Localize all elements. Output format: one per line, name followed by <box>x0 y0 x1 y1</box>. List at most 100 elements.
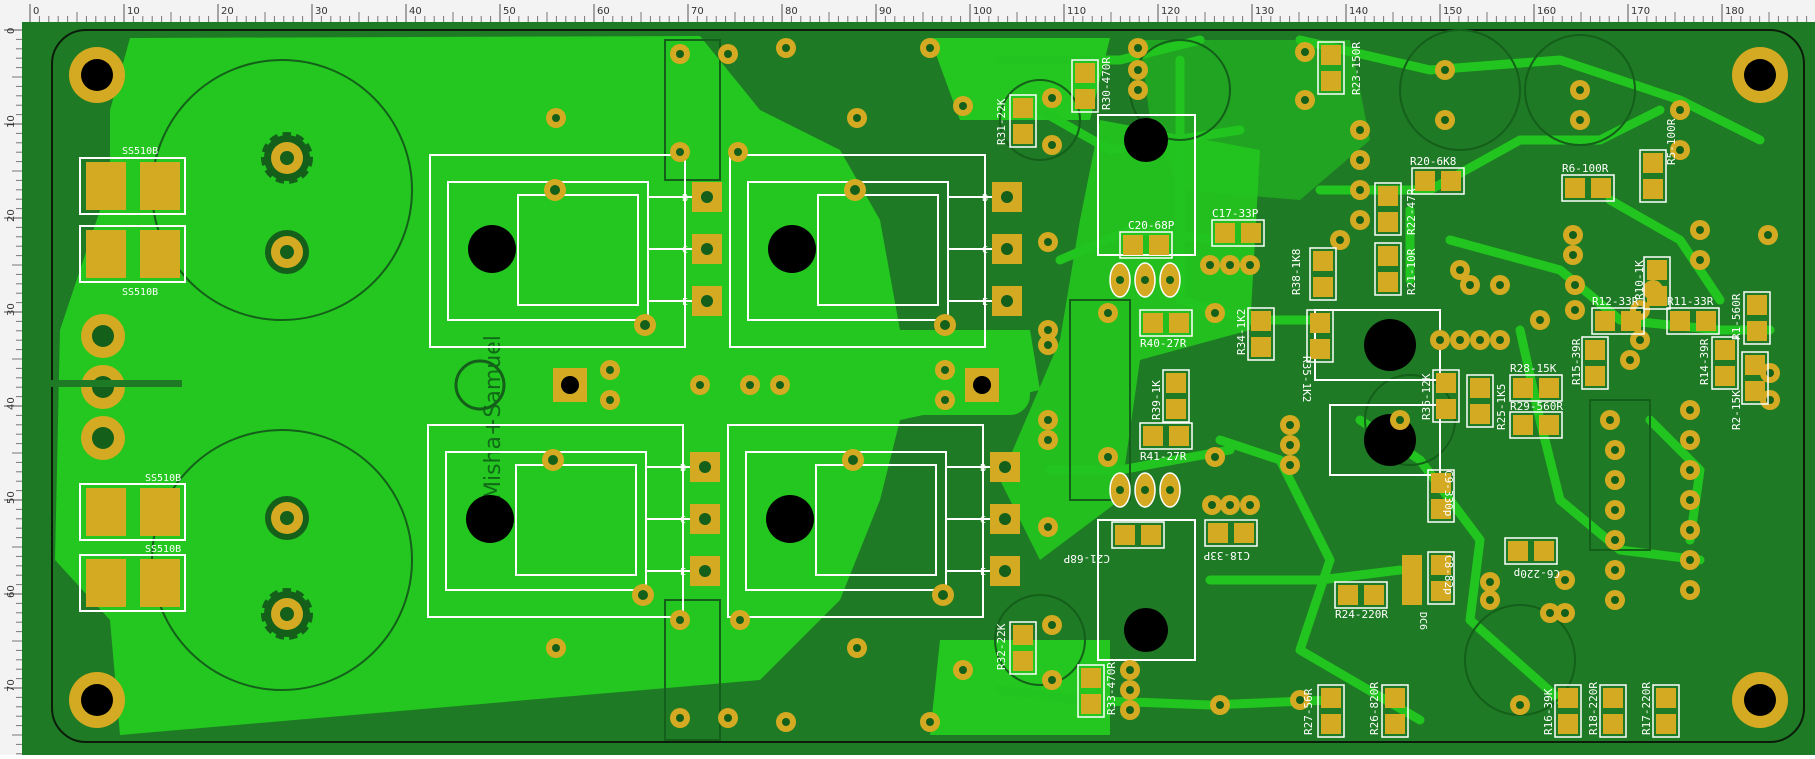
component-label: R28-15K <box>1510 362 1557 375</box>
smd-r41-27r: R41-27R <box>1139 422 1193 463</box>
via <box>1450 330 1470 350</box>
via <box>1042 88 1062 108</box>
ruler-top-label: 130 <box>1255 6 1274 17</box>
via <box>1690 250 1710 270</box>
bus-pad <box>553 368 587 402</box>
via <box>1128 38 1148 58</box>
via <box>935 360 955 380</box>
oval-pad <box>1159 472 1181 508</box>
copper-pour-bus <box>610 355 1030 415</box>
via <box>670 708 690 728</box>
power-transistor-1: BCE <box>429 154 722 348</box>
ruler-top-label: 120 <box>1161 6 1180 17</box>
oval-pad <box>1134 262 1156 298</box>
ruler-left-label: 60 <box>6 585 17 598</box>
ruler-top-label: 20 <box>221 6 234 17</box>
via <box>546 638 566 658</box>
via <box>1555 603 1575 623</box>
left-capacitor-terminals <box>261 132 313 640</box>
via <box>1350 180 1370 200</box>
via <box>1210 695 1230 715</box>
via <box>1042 135 1062 155</box>
component-label: C9-330p <box>1442 470 1455 516</box>
oval-pad <box>1109 262 1131 298</box>
component-label: R14-39R <box>1698 338 1711 385</box>
component-label: R36-12K <box>1420 373 1433 420</box>
ruler-left-label: 10 <box>6 115 17 128</box>
via <box>1042 615 1062 635</box>
via <box>1128 60 1148 80</box>
component-label: R41-27R <box>1140 450 1187 463</box>
smd-c18-33p: C18-33P <box>1203 519 1258 562</box>
transistor-pin-label: E <box>982 297 988 308</box>
power-transistor-4: BCE <box>727 424 1020 618</box>
diode-group: SS510B SS510B SS510B SS510B <box>79 146 186 612</box>
via <box>670 610 690 630</box>
component-label: R1-560R <box>1730 293 1743 340</box>
component-label: R5-100R <box>1665 118 1678 165</box>
via <box>1680 400 1700 420</box>
via <box>1120 660 1140 680</box>
via <box>1435 60 1455 80</box>
component-label: R33-470R <box>1105 662 1118 715</box>
ghost-brand-text: Misha+Samuel <box>481 335 506 500</box>
transistor-pin-label: E <box>980 567 986 578</box>
transistor-pin-label: C <box>982 245 988 256</box>
via <box>1570 80 1590 100</box>
smd-r32-22k: R32-22K <box>995 621 1037 675</box>
via <box>1540 603 1560 623</box>
via <box>1330 230 1350 250</box>
via <box>670 142 690 162</box>
diode-d2: SS510B <box>79 225 186 298</box>
via <box>1605 500 1625 520</box>
via <box>1435 110 1455 130</box>
transistor-pin-label: B <box>682 193 688 204</box>
diode-label: SS510B <box>145 544 181 555</box>
transistor-pin-label: C <box>682 245 688 256</box>
smd-r2-15k: R2-15K <box>1730 351 1769 430</box>
via <box>1038 320 1058 340</box>
pcb-canvas[interactable]: Misha+Samuel <box>22 22 1815 755</box>
smd-r11-33r: R11-33R <box>1666 295 1720 335</box>
via <box>1280 435 1300 455</box>
ruler-left-label: 40 <box>6 397 17 410</box>
bus-pad <box>965 368 999 402</box>
via <box>1670 100 1690 120</box>
via <box>1120 700 1140 720</box>
diode-label: SS510B <box>122 287 158 298</box>
via <box>1220 495 1240 515</box>
via <box>770 375 790 395</box>
via <box>1240 255 1260 275</box>
via <box>1295 42 1315 62</box>
via <box>1220 255 1240 275</box>
smd-r10-1k: R10-1K <box>1633 256 1671 310</box>
via <box>776 38 796 58</box>
via <box>1680 430 1700 450</box>
transistor-pin-label: B <box>980 463 986 474</box>
smd-r12-33r: R12-33R <box>1591 295 1645 335</box>
via <box>1605 530 1625 550</box>
via <box>1555 570 1575 590</box>
component-label: R31-22K <box>995 98 1008 145</box>
transistor-pin-label: C <box>680 515 686 526</box>
smd-r30-470r: R30-470R <box>1071 57 1113 113</box>
transistor-pin-label: B <box>982 193 988 204</box>
via <box>718 708 738 728</box>
smd-r17-220r: R17-220R <box>1640 682 1680 738</box>
component-label: R11-33R <box>1667 295 1714 308</box>
via <box>1680 550 1700 570</box>
smd-r31-22k: R31-22K <box>995 94 1037 148</box>
pads-and-vias <box>546 38 1780 732</box>
ruler-top-label: 90 <box>879 6 892 17</box>
component-label: R25-1K5 <box>1495 384 1508 430</box>
dc6-label: DC6 <box>1417 612 1428 630</box>
diode-label: SS510B <box>145 473 181 484</box>
via <box>1630 330 1650 350</box>
via <box>1280 455 1300 475</box>
via <box>920 712 940 732</box>
ruler-top-label: 140 <box>1349 6 1368 17</box>
